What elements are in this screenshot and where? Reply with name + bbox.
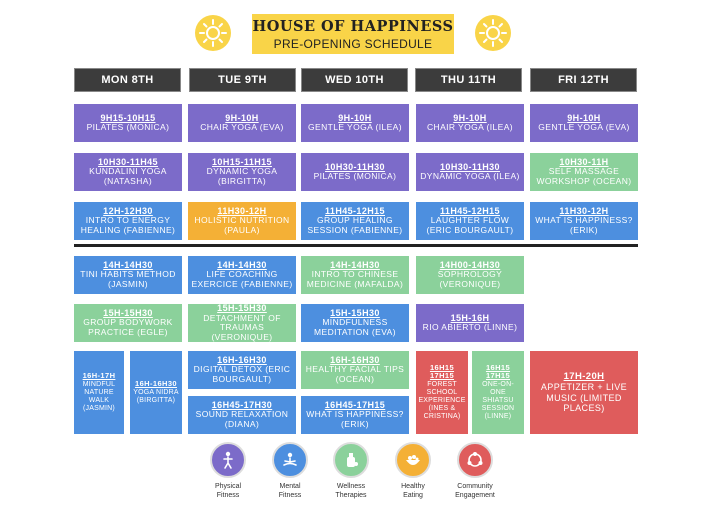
sun-icon-right [475, 15, 511, 51]
meditation-icon [272, 442, 308, 478]
legend-wellness-therapies: Wellness Therapies [316, 442, 386, 501]
food-icon [395, 442, 431, 478]
legend-healthy-eating: Healthy Eating [378, 442, 448, 501]
page-title: HOUSE OF HAPPINESS [252, 18, 454, 35]
lunch-divider [74, 244, 638, 247]
day-header-thu: THU 11TH [415, 68, 522, 92]
day-header-fri: FRI 12TH [530, 68, 637, 92]
sun-icon-left [195, 15, 231, 51]
legend-community-engagement: Community Engagement [440, 442, 510, 501]
title-banner: HOUSE OF HAPPINESS PRE-OPENING SCHEDULE [252, 14, 454, 54]
fitness-icon [210, 442, 246, 478]
wellness-icon [333, 442, 369, 478]
page-subtitle: PRE-OPENING SCHEDULE [273, 37, 433, 51]
community-icon [457, 442, 493, 478]
legend-mental-fitness: Mental Fitness [255, 442, 325, 501]
day-header-tue: TUE 9TH [189, 68, 296, 92]
day-header-mon: MON 8TH [74, 68, 181, 92]
day-header-wed: WED 10TH [301, 68, 408, 92]
legend-physical-fitness: Physical Fitness [193, 442, 263, 501]
